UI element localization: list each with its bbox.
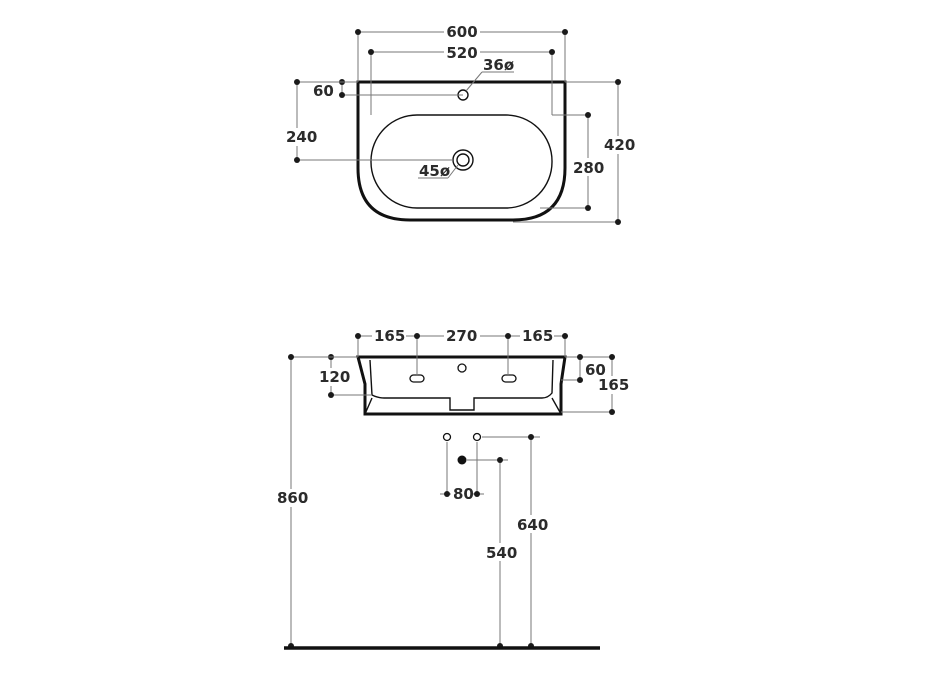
overall-depth-label: 420 <box>604 136 635 154</box>
right-margin-label: 165 <box>522 327 553 345</box>
total-height-label: 165 <box>598 376 629 394</box>
tap-offset-label: 60 <box>313 82 334 100</box>
drain-inner-icon <box>456 153 470 167</box>
supply-left-icon <box>442 432 452 442</box>
center-span-label: 270 <box>446 327 477 345</box>
supply-right-icon <box>472 432 482 442</box>
waste-height-label: 540 <box>486 544 517 562</box>
supply-height-label: 640 <box>517 516 548 534</box>
mount-height-label: 860 <box>277 489 308 507</box>
drain-offset-label: 240 <box>286 128 317 146</box>
basin-height-label: 120 <box>319 368 350 386</box>
front-view: 165 270 165 120 60 165 <box>275 327 629 650</box>
drain-hole-label: 45ø <box>419 162 450 180</box>
tap-hole-label: 36ø <box>483 56 514 74</box>
left-margin-label: 165 <box>374 327 405 345</box>
tap-hole-front-icon <box>457 363 467 373</box>
top-view: 600 520 36ø 60 240 45ø <box>284 22 635 225</box>
waste-spacing-label: 80 <box>453 485 474 503</box>
bowl-depth-label: 280 <box>573 159 604 177</box>
waste-outlet-icon <box>457 455 467 465</box>
inner-width-label: 520 <box>446 44 477 62</box>
overall-width-label: 600 <box>446 23 477 41</box>
side-hole-left-icon <box>409 374 425 383</box>
basin-front-inner <box>369 359 554 411</box>
rim-height-label: 60 <box>585 361 606 379</box>
side-hole-right-icon <box>501 374 517 383</box>
